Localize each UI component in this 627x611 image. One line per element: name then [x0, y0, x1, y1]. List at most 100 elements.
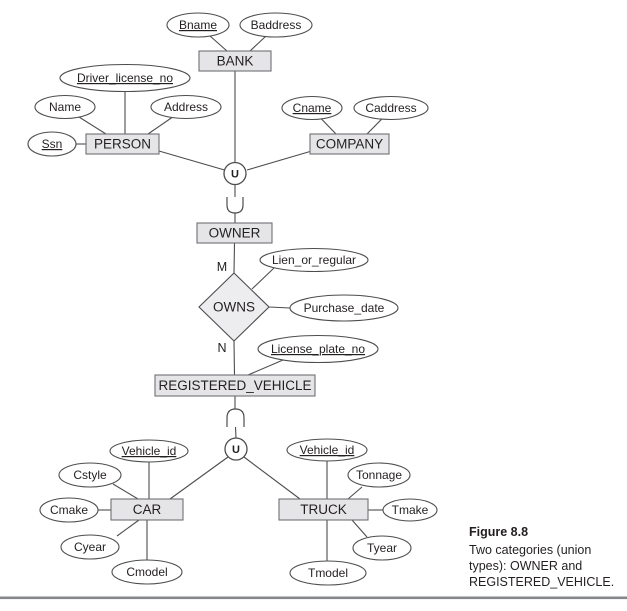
line-owns-purchasedate — [268, 306, 291, 309]
entity-company: COMPANY — [309, 133, 390, 155]
line-truck-tyear — [351, 519, 368, 538]
entity-bank: BANK — [198, 50, 272, 72]
line-union2-car — [169, 456, 229, 500]
bname-label: Bname — [179, 18, 217, 32]
line-caddress-company — [366, 118, 383, 135]
cmodel-label: Cmodel — [126, 565, 167, 579]
cstyle-ellipse — [58, 462, 122, 488]
purchase-date-label: Purchase_date — [304, 301, 385, 315]
subset-symbol-registered-vehicle — [226, 408, 245, 427]
lien-or-regular-label: Lien_or_regular — [272, 253, 356, 267]
attribute-cmodel: Cmodel — [111, 559, 183, 585]
figure-caption: Figure 8.8 Two categories (union types):… — [469, 525, 614, 589]
attribute-vehicle-id-truck: Vehicle_id — [286, 438, 368, 462]
cname-ellipse — [281, 95, 343, 121]
name-label: Name — [49, 100, 81, 114]
subset-symbol-owner — [226, 197, 244, 214]
attribute-cyear: Cyear — [60, 534, 120, 560]
registered-vehicle-rect — [154, 374, 316, 397]
address-ellipse — [150, 94, 222, 120]
cardinality-m: M — [217, 260, 227, 274]
line-cstyle-car — [112, 483, 139, 500]
line-company-union1 — [246, 150, 311, 171]
attribute-license-plate-no: License_plate_no — [257, 334, 379, 364]
line-tonnage-truck — [347, 486, 363, 500]
entity-person: PERSON — [85, 133, 160, 155]
bottom-divider — [0, 596, 627, 600]
caddress-ellipse — [353, 95, 429, 121]
union-circle-bottom — [224, 437, 248, 461]
person-rect — [85, 133, 160, 155]
figure-caption-line-2: types): OWNER and — [469, 559, 582, 573]
tmake-label: Tmake — [392, 503, 429, 517]
tonnage-label: Tonnage — [356, 468, 402, 482]
license-plate-no-label: License_plate_no — [271, 342, 365, 356]
line-baddress-bank — [249, 35, 267, 52]
lien-or-regular-ellipse — [259, 247, 369, 273]
bank-label: BANK — [217, 54, 254, 69]
tyear-ellipse — [352, 535, 412, 561]
line-bname-bank — [209, 35, 228, 52]
purchase-date-ellipse — [289, 294, 399, 322]
union-circle-vehicle: U — [224, 437, 248, 461]
attribute-caddress: Caddress — [353, 95, 429, 121]
line-person-union1 — [158, 150, 225, 171]
cyear-label: Cyear — [74, 540, 106, 554]
tmodel-label: Tmodel — [308, 566, 348, 580]
attribute-name: Name — [34, 94, 96, 120]
entity-car: CAR — [110, 498, 184, 521]
attribute-tmodel: Tmodel — [289, 560, 367, 586]
company-rect — [309, 133, 390, 155]
owns-label: OWNS — [213, 300, 255, 315]
owner-label: OWNER — [209, 226, 261, 241]
line-owns-lien — [251, 267, 275, 290]
cyear-ellipse — [60, 534, 120, 560]
attribute-driver-license-no: Driver_license_no — [59, 63, 191, 93]
vehicle-id-truck-ellipse — [286, 438, 368, 462]
attribute-address: Address — [150, 94, 222, 120]
line-owns-registeredvehicle — [233, 340, 236, 376]
attribute-vehicle-id-car: Vehicle_id — [109, 439, 189, 463]
address-label: Address — [164, 100, 208, 114]
line-licenseplate-registeredvehicle — [247, 359, 284, 376]
name-ellipse — [34, 94, 96, 120]
attribute-cname: Cname — [281, 95, 343, 121]
owns-diamond — [198, 272, 270, 342]
relationship-owns: OWNS — [198, 272, 270, 342]
person-label: PERSON — [94, 137, 151, 152]
union-circle-owner: U — [223, 161, 247, 186]
tonnage-ellipse — [347, 462, 411, 488]
car-rect — [110, 498, 184, 521]
driver-license-no-label: Driver_license_no — [77, 71, 173, 85]
tmake-ellipse — [382, 498, 438, 522]
union-circle-top — [223, 161, 247, 186]
baddress-ellipse — [239, 12, 313, 38]
attribute-tyear: Tyear — [352, 535, 412, 561]
entity-owner: OWNER — [196, 222, 273, 244]
attribute-bname: Bname — [166, 12, 230, 38]
attribute-ssn: Ssn — [27, 131, 77, 157]
car-label: CAR — [133, 502, 162, 517]
caddress-label: Caddress — [365, 101, 416, 115]
cmodel-ellipse — [111, 559, 183, 585]
line-subset2-union2 — [234, 426, 237, 439]
baddress-label: Baddress — [251, 18, 302, 32]
bname-ellipse — [166, 12, 230, 38]
line-name-person — [78, 116, 107, 135]
connector-lines — [76, 35, 383, 561]
truck-label: TRUCK — [300, 502, 347, 517]
owner-rect — [196, 222, 273, 244]
union-label-top: U — [231, 169, 239, 181]
tmodel-ellipse — [289, 560, 367, 586]
license-plate-no-ellipse — [257, 334, 379, 364]
company-label: COMPANY — [316, 137, 383, 152]
attribute-purchase-date: Purchase_date — [289, 294, 399, 322]
attribute-lien-or-regular: Lien_or_regular — [259, 247, 369, 273]
attribute-tmake: Tmake — [382, 498, 438, 522]
driver-license-no-ellipse — [59, 63, 191, 93]
vehicle-id-car-ellipse — [109, 439, 189, 463]
cmake-ellipse — [39, 497, 99, 523]
attribute-cmake: Cmake — [39, 497, 99, 523]
